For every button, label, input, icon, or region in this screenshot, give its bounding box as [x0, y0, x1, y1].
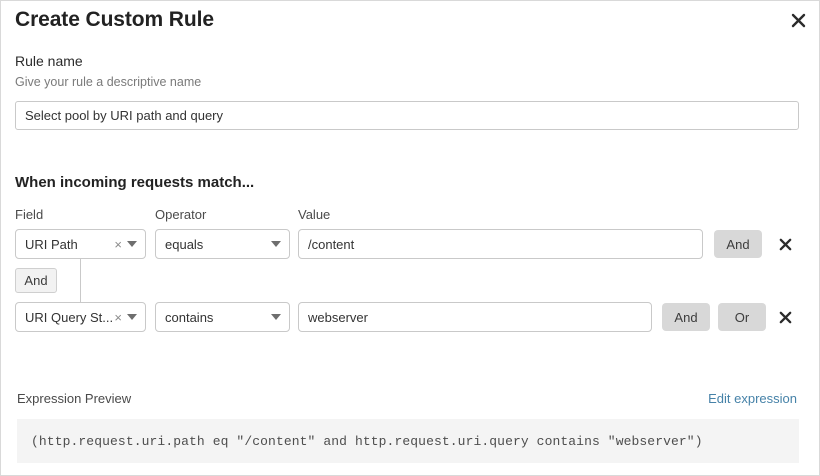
chevron-down-icon[interactable]: [271, 241, 281, 247]
column-header-value: Value: [298, 207, 331, 222]
add-or-condition-button-1[interactable]: Or: [718, 303, 766, 331]
rule-name-sublabel: Give your rule a descriptive name: [15, 75, 202, 89]
clear-icon[interactable]: ×: [114, 309, 122, 325]
clear-icon[interactable]: ×: [114, 236, 122, 252]
field-select-1[interactable]: URI Query St... ×: [15, 302, 146, 332]
expression-preview-box: (http.request.uri.path eq "/content" and…: [17, 419, 799, 463]
rule-name-input[interactable]: [15, 101, 799, 130]
condition-row: URI Query St... × contains And Or: [1, 302, 819, 332]
column-header-operator: Operator: [155, 207, 207, 222]
dialog-title: Create Custom Rule: [15, 8, 214, 31]
expression-preview-label: Expression Preview: [17, 391, 132, 406]
close-icon[interactable]: [786, 8, 810, 32]
expression-preview-text: (http.request.uri.path eq "/content" and…: [31, 433, 703, 449]
chevron-down-icon[interactable]: [127, 241, 137, 247]
condition-row: URI Path × equals And: [1, 229, 819, 259]
delete-condition-button-0[interactable]: [774, 229, 796, 259]
condition-connector-line: [80, 259, 81, 302]
condition-connector-and-badge[interactable]: And: [15, 268, 57, 293]
chevron-down-icon[interactable]: [271, 314, 281, 320]
close-icon-glyph: [791, 13, 805, 27]
close-icon: [779, 238, 791, 250]
value-input-1[interactable]: [298, 302, 652, 332]
field-select-0[interactable]: URI Path ×: [15, 229, 146, 259]
value-input-0[interactable]: [298, 229, 703, 259]
operator-select-value-0: equals: [165, 236, 204, 252]
close-icon: [779, 311, 791, 323]
column-header-field: Field: [15, 207, 44, 222]
rule-name-label: Rule name: [15, 53, 83, 69]
add-and-condition-button-0[interactable]: And: [714, 230, 762, 258]
operator-select-0[interactable]: equals: [155, 229, 290, 259]
match-section-heading: When incoming requests match...: [15, 174, 255, 191]
field-select-value-0: URI Path: [25, 236, 78, 252]
edit-expression-link[interactable]: Edit expression: [708, 391, 797, 406]
operator-select-1[interactable]: contains: [155, 302, 290, 332]
add-and-condition-button-1[interactable]: And: [662, 303, 710, 331]
operator-select-value-1: contains: [165, 309, 214, 325]
field-select-value-1: URI Query St...: [25, 309, 113, 325]
chevron-down-icon[interactable]: [127, 314, 137, 320]
delete-condition-button-1[interactable]: [774, 302, 796, 332]
